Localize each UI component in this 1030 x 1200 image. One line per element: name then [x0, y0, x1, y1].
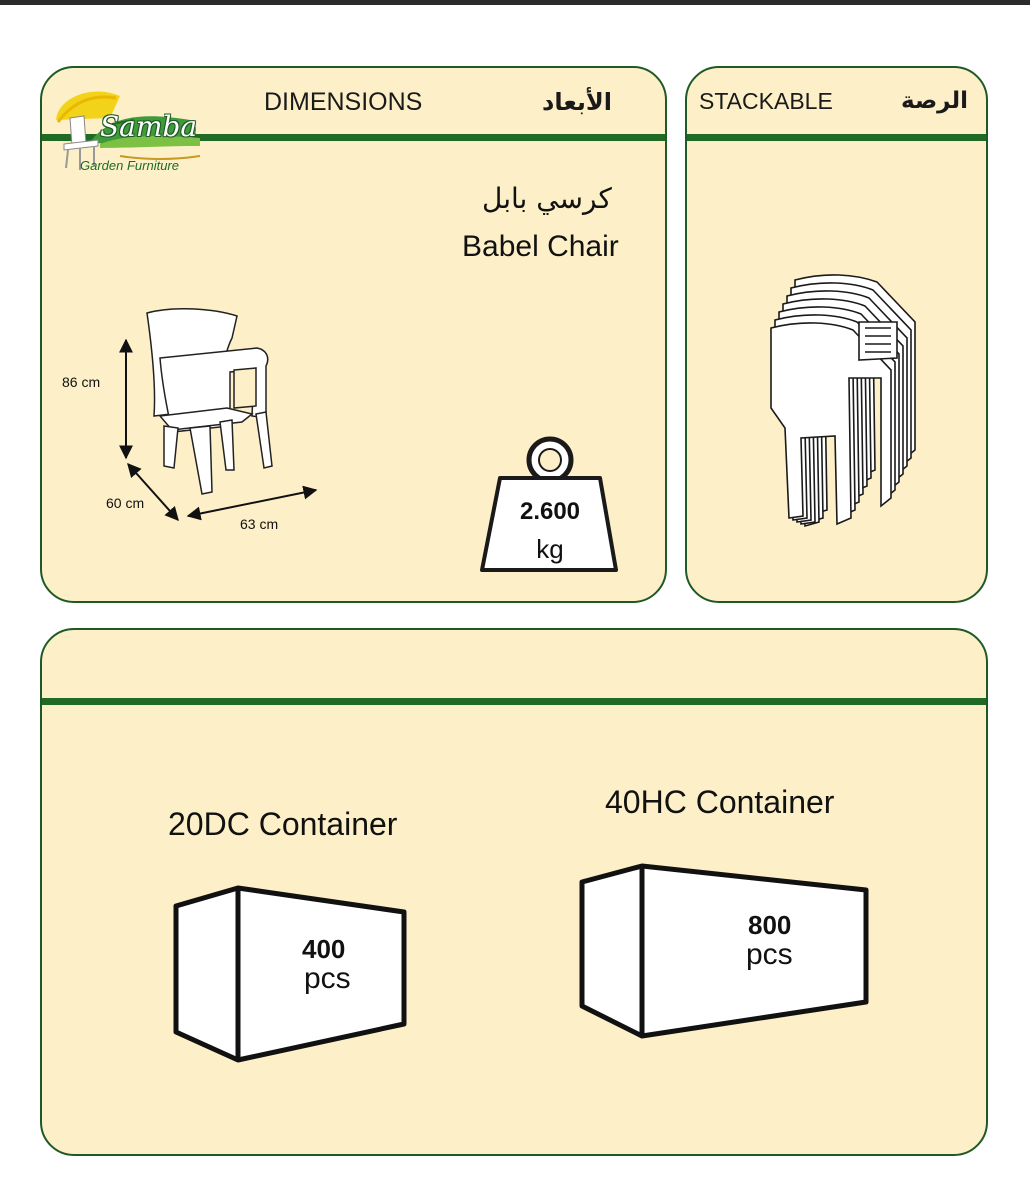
height-label: 86 cm [62, 374, 101, 390]
dimensions-title-en: DIMENSIONS [264, 88, 423, 116]
weight-value: 2.600 [519, 498, 581, 525]
container-header-bar [42, 698, 986, 705]
logo-graphic [56, 91, 201, 170]
samba-logo: Samba Garden Furniture [50, 82, 210, 177]
container-40-box-icon [579, 863, 869, 1039]
stacked-chairs-illustration [770, 274, 916, 528]
stackable-title-ar: الرصة [901, 88, 969, 114]
width-label: 63 cm [240, 516, 279, 532]
product-name-en: Babel Chair [462, 230, 619, 263]
dimensions-header-bar [42, 134, 665, 141]
top-rule [0, 0, 1030, 5]
container-40-unit: pcs [746, 938, 793, 971]
container-20-label: 20DC Container [168, 806, 398, 842]
weight-unit: kg [536, 534, 564, 564]
container-20-quantity: 400 [302, 934, 346, 964]
container-40-label: 40HC Container [605, 784, 835, 820]
dimensions-title-ar: الأبعاد [542, 88, 612, 116]
stackable-panel: STACKABLE الرصة [685, 66, 988, 603]
container-20-box-icon [173, 885, 407, 1063]
chair-dimension-diagram [119, 307, 318, 522]
logo-brand-text: Samba [100, 110, 198, 143]
dimensions-panel: Samba Garden Furniture DIMENSIONS الأبعا… [40, 66, 667, 603]
container-panel: 20DC Container 400 pcs 40HC Container 80… [40, 628, 988, 1156]
stackable-title-en: STACKABLE [699, 88, 833, 114]
product-name-ar: كرسي بابل [482, 182, 612, 215]
weight-icon [480, 436, 618, 572]
depth-label: 60 cm [106, 495, 145, 511]
container-20-unit: pcs [304, 962, 351, 995]
logo-tagline-text: Garden Furniture [80, 158, 179, 173]
container-40-quantity: 800 [748, 910, 792, 940]
stackable-header-bar [687, 134, 986, 141]
